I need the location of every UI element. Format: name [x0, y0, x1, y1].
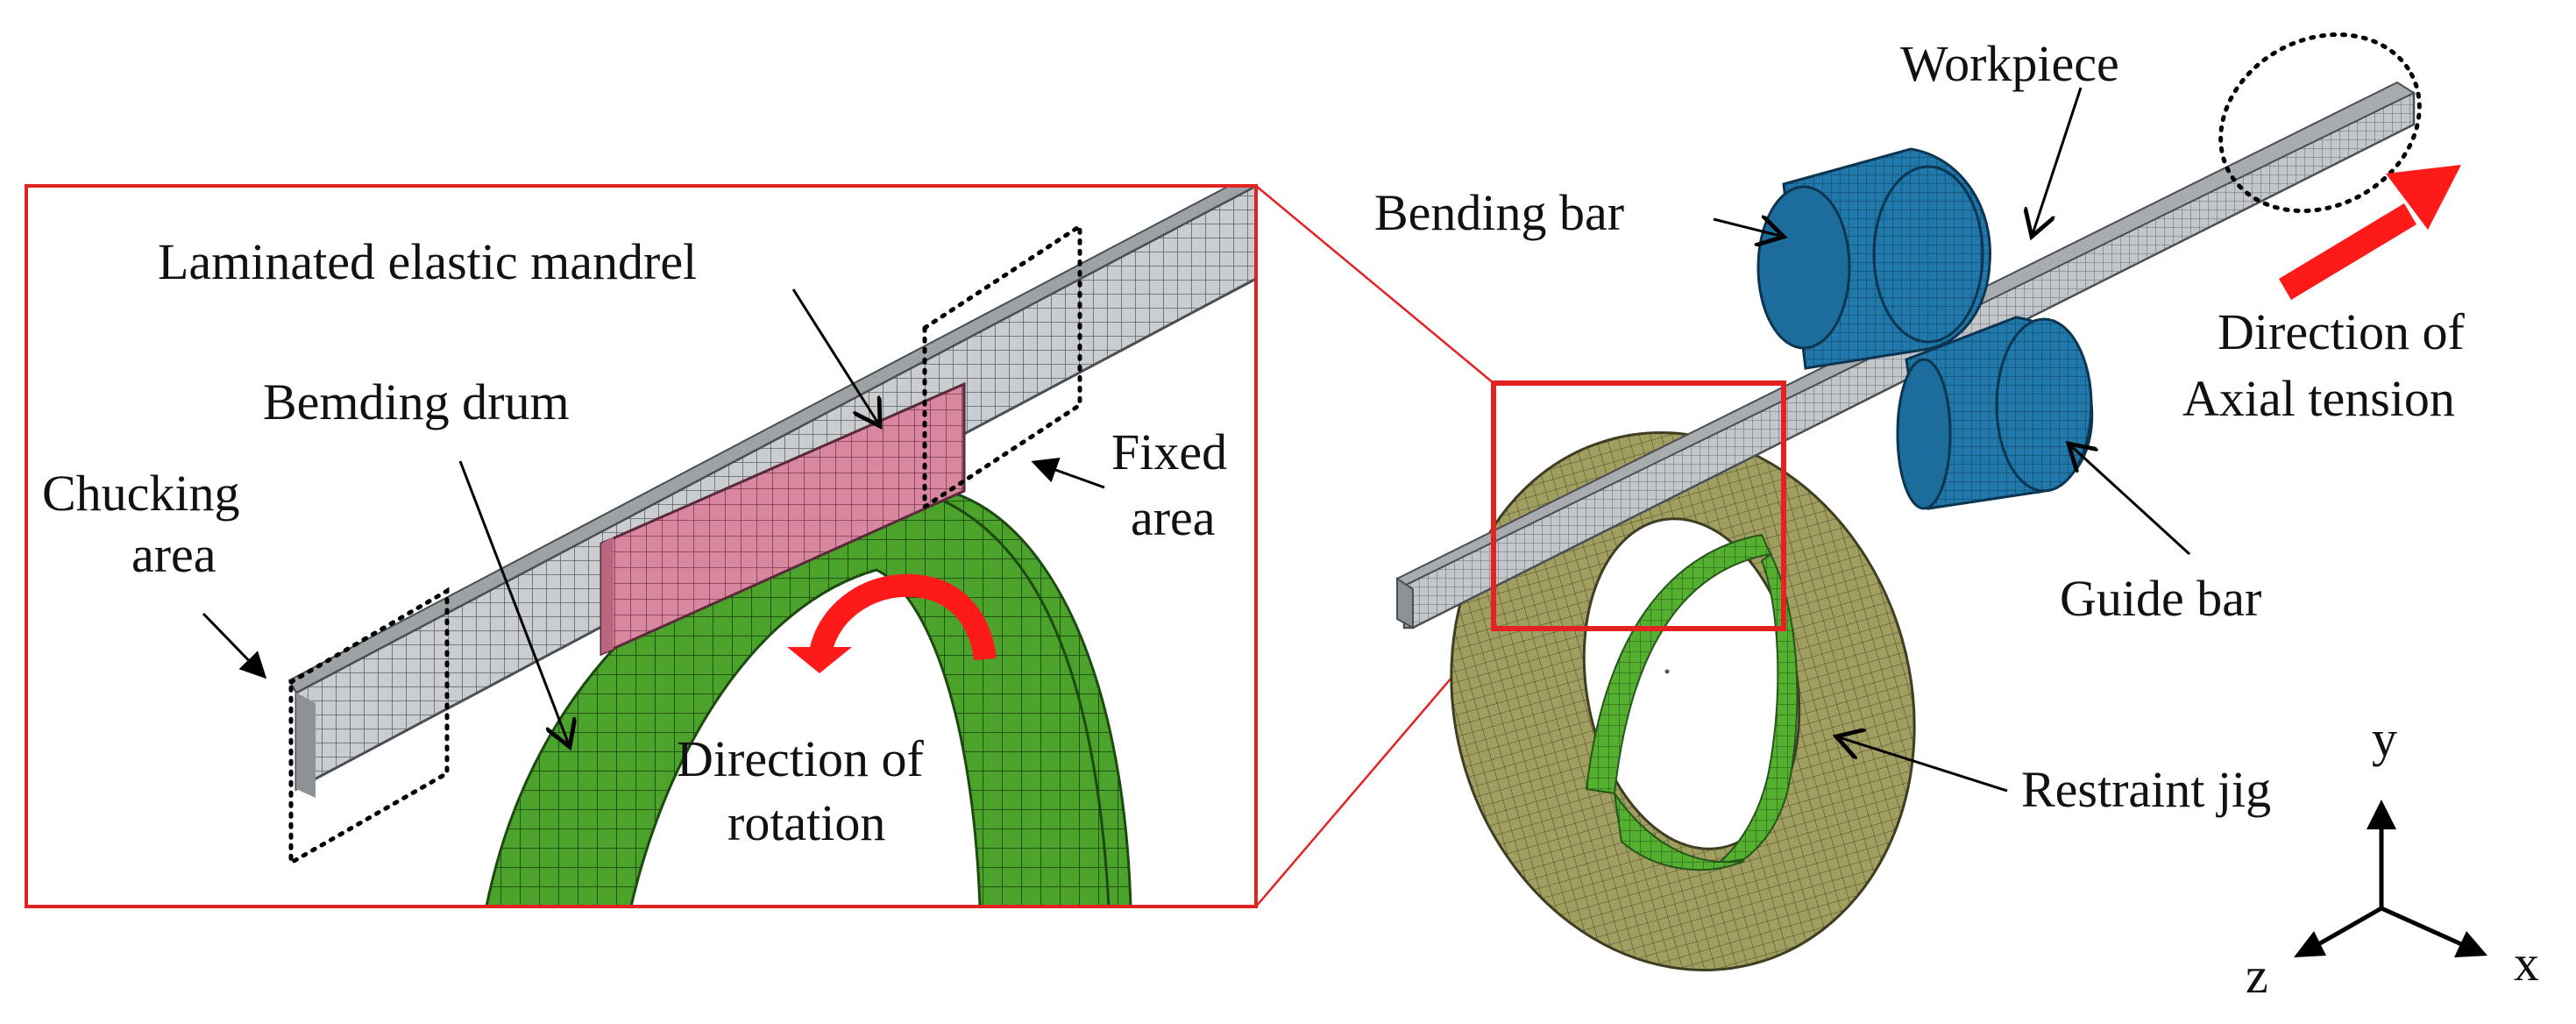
tension-area-frame	[2218, 32, 2422, 214]
chucking-label-line1: Chucking	[42, 465, 240, 522]
bending-bar-label: Bending bar	[1374, 184, 1624, 241]
inset-border	[25, 184, 1258, 908]
main-model: Workpiece Bending bar Direction of Axial…	[1374, 32, 2466, 971]
workpiece-label: Workpiece	[1900, 35, 2119, 92]
rotation-label-line2: rotation	[727, 794, 885, 851]
restraint-jig	[1450, 431, 1916, 971]
restraint-jig-label: Restraint jig	[2021, 761, 2271, 818]
mandrel-label: Laminated elastic mandrel	[158, 233, 697, 290]
axis-x-label: x	[2514, 935, 2539, 992]
axis-z-label: z	[2246, 947, 2268, 1004]
tension-label-line2: Axial tension	[2182, 370, 2455, 427]
chucking-label-line2: area	[131, 526, 216, 583]
zoom-connectors	[1255, 185, 1494, 907]
curved-arrow-icon	[787, 573, 997, 673]
bending-bar-roller	[1756, 147, 1991, 370]
inset-location-box	[1491, 380, 1786, 631]
straight-arrow-icon	[2279, 165, 2461, 300]
fixed-label-line1: Fixed	[1111, 423, 1227, 480]
guide-bar-label: Guide bar	[2060, 570, 2261, 627]
fixed-area-frame	[922, 222, 1082, 511]
tension-label-line1: Direction of	[2218, 303, 2466, 360]
inset-panel: Laminated elastic mandrel Bemding drum C…	[25, 184, 1258, 908]
laminated-mandrel	[600, 381, 966, 657]
chucking-area-frame	[288, 587, 450, 867]
rotation-label-line1: Direction of	[677, 730, 925, 787]
axis-y-label: y	[2372, 710, 2397, 767]
main-leaders	[1713, 87, 2191, 793]
inset-leaders	[202, 288, 1105, 747]
xyz-axes-icon: y x z	[2246, 710, 2539, 1004]
drum-label: Bemding drum	[263, 373, 570, 430]
fixed-label-line2: area	[1131, 489, 1216, 546]
